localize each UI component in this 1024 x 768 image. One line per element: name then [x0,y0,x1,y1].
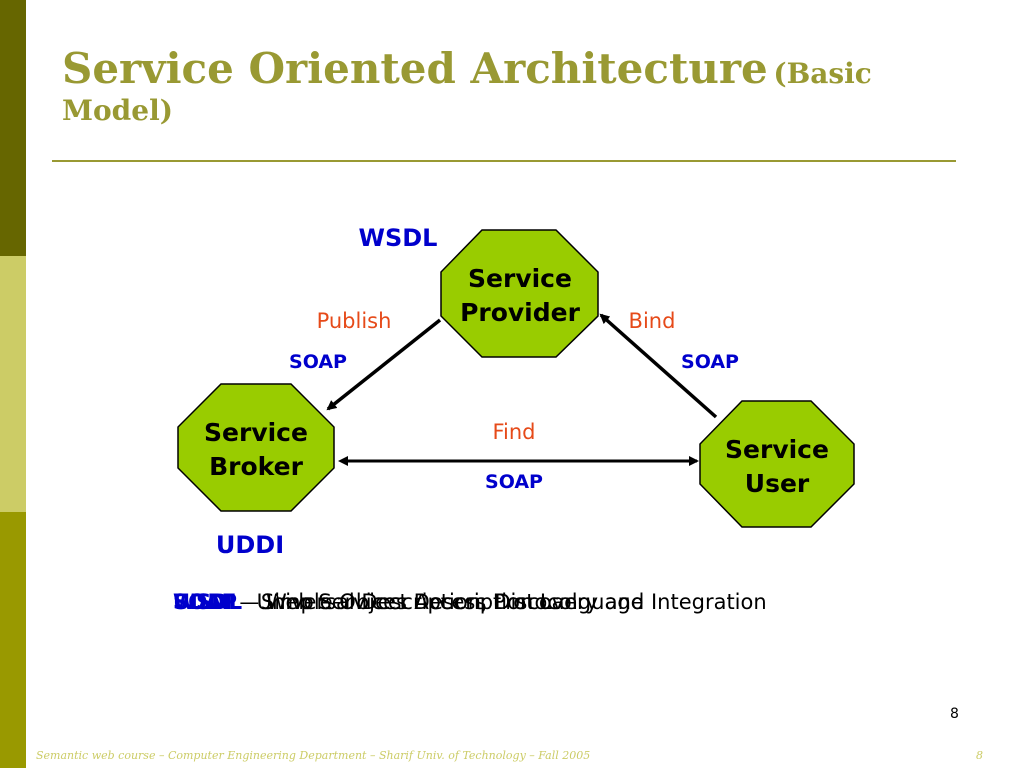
legend-description: – Web Services Description Language [242,590,644,614]
user-label-line2: User [745,469,810,498]
broker-label-line2: Broker [209,452,303,481]
legend-acronym: WSDL [173,590,243,614]
legend-description: – Universal Description, Discovery and I… [232,590,767,614]
provider-label-line1: Service [468,264,572,293]
bind-arrow [599,313,718,419]
legend-item-soap: SOAP – Simple Object Access Protocol [173,590,578,614]
legend-description: – Simple Object Access Protocol [237,590,578,614]
sidebar-band-middle [0,256,26,512]
bind-label: Bind [629,309,676,333]
sidebar-band-bottom [0,512,26,768]
user-label-line1: Service [725,435,829,464]
uddi-label: UDDI [216,531,284,559]
legend-acronym: SOAP [173,590,238,614]
footer-page-number: 8 [976,749,983,762]
broker-label-line1: Service [204,418,308,447]
legend-item-wsdl: WSDL – Web Services Description Language [173,590,644,614]
service-provider-node [440,229,599,358]
sidebar-band-top [0,0,26,256]
title-divider [52,160,956,162]
service-broker-node [177,383,335,512]
legend-item-uddi: UDDI – Universal Description, Discovery … [173,590,767,614]
service-user-node [699,400,855,528]
acronym-legend: SOAP – Simple Object Access Protocol WSD… [173,590,973,620]
find-label: Find [492,420,535,444]
provider-label-line2: Provider [460,298,581,327]
legend-acronym: UDDI [173,590,233,614]
soap-find-label: SOAP [485,471,543,493]
footer-text: Semantic web course – Computer Engineeri… [36,749,591,762]
wsdl-label: WSDL [359,224,438,252]
slide-title: Service Oriented Architecture (Basic Mod… [62,44,962,128]
page-number: 8 [950,706,959,722]
publish-arrow [326,318,442,411]
title-sub-close: Model) [62,94,173,128]
publish-label: Publish [317,309,392,333]
soap-publish-label: SOAP [289,351,347,373]
soap-bind-label: SOAP [681,351,739,373]
title-sub-open: (Basic [773,57,872,90]
title-main: Service Oriented Architecture [62,44,768,93]
